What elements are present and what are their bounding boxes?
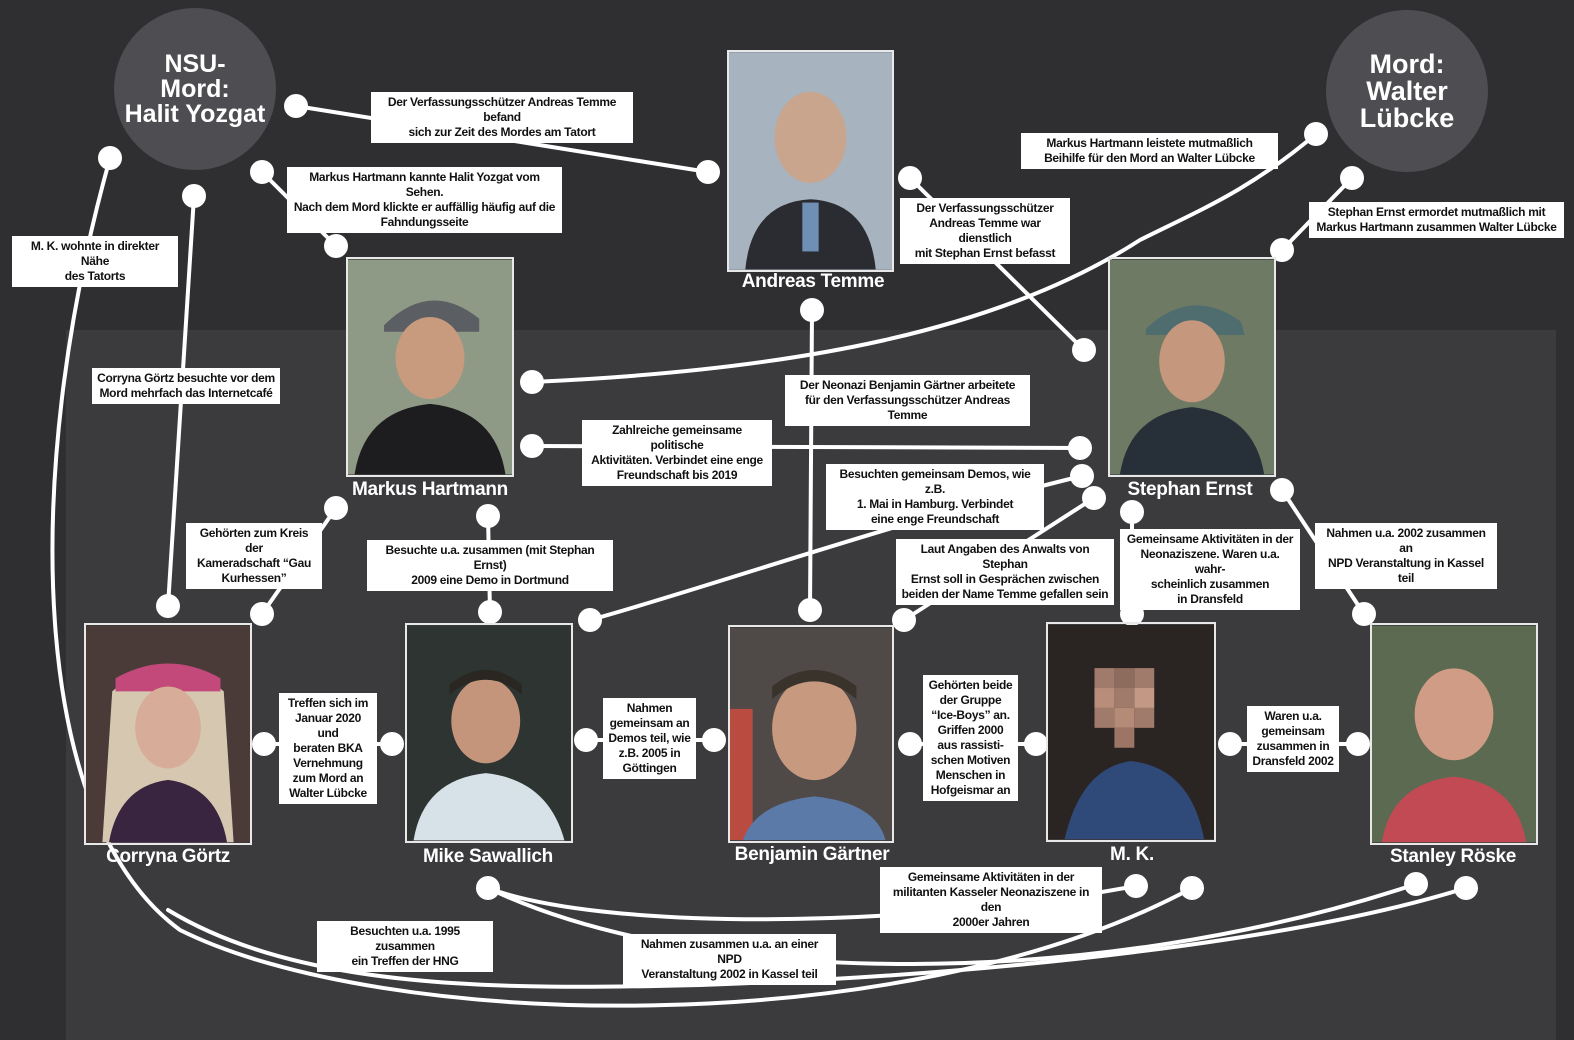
hub-luebcke-line-1: Mord: xyxy=(1369,48,1445,79)
label-bka-meeting: Treffen sich im Januar 2020 und beraten … xyxy=(279,693,377,804)
label-hartmann-accessory: Markus Hartmann leistete mutmaßlich Beih… xyxy=(1021,133,1278,169)
link-luebcke-hartmann xyxy=(530,132,1318,384)
hub-yozgat-line-2: Mord: xyxy=(160,74,230,103)
link-sawallich-roeske xyxy=(486,882,1418,966)
label-ice-boys: Gehörten beide der Gruppe “Ice-Boys” an.… xyxy=(923,675,1018,801)
hub-luebcke-line-3: Lübcke xyxy=(1359,102,1455,133)
name-corryna-goertz: Corryna Görtz xyxy=(106,846,230,867)
label-npd-kassel-ernst-roeske: Nahmen u.a. 2002 zusammen an NPD Veranst… xyxy=(1315,523,1497,589)
portrait-stanley-roeske xyxy=(1370,623,1538,845)
portrait-stephan-ernst xyxy=(1108,257,1276,477)
label-goertz-internetcafe: Corryna Görtz besuchte vor dem Mord mehr… xyxy=(92,368,280,404)
label-hartmann-ernst-friendship: Zahlreiche gemeinsame politische Aktivit… xyxy=(582,420,772,486)
portrait-benjamin-gaertner xyxy=(728,625,894,843)
label-dransfeld-2002: Waren u.a. gemeinsam zusammen in Dransfe… xyxy=(1247,706,1339,772)
name-benjamin-gaertner: Benjamin Gärtner xyxy=(734,844,890,865)
hub-yozgat-line-1: NSU- xyxy=(164,49,226,78)
hub-yozgat-line-3: Halit Yozgat xyxy=(124,99,266,128)
label-gaertner-worked-for-temme: Der Neonazi Benjamin Gärtner arbeitete f… xyxy=(785,375,1030,426)
label-temme-at-crime-scene: Der Verfassungsschützer Andreas Temme be… xyxy=(371,92,633,143)
name-markus-hartmann: Markus Hartmann xyxy=(352,479,508,500)
label-ernst-sawallich-demos: Besuchten gemeinsam Demos, wie z.B. 1. M… xyxy=(826,464,1044,530)
portrait-mike-sawallich xyxy=(405,623,573,843)
label-hartmann-knew-yozgat: Markus Hartmann kannte Halit Yozgat vom … xyxy=(287,167,562,233)
label-demo-dortmund: Besuchte u.a. zusammen (mit Stephan Erns… xyxy=(367,540,613,591)
link-temme-gaertner xyxy=(808,308,814,612)
label-militant-kassel-scene: Gemeinsame Aktivitäten in der militanten… xyxy=(880,867,1102,933)
hub-walter-luebcke: Mord: Walter Lübcke xyxy=(1326,10,1488,172)
label-mk-lived-nearby: M. K. wohnte in direkter Nähe des Tatort… xyxy=(12,236,178,287)
name-stanley-roeske: Stanley Röske xyxy=(1390,846,1516,867)
portrait-andreas-temme xyxy=(727,50,894,272)
label-name-temme-mentioned: Laut Angaben des Anwalts von Stephan Ern… xyxy=(896,539,1114,605)
link-yozgat-mk xyxy=(50,156,1194,1008)
portrait-m-k-pixelated xyxy=(1046,622,1216,842)
hub-luebcke-line-2: Walter xyxy=(1366,75,1448,106)
name-andreas-temme: Andreas Temme xyxy=(741,271,885,292)
hub-halit-yozgat: NSU- Mord: Halit Yozgat xyxy=(114,8,276,170)
label-ernst-murdered-luebcke: Stephan Ernst ermordet mutmaßlich mit Ma… xyxy=(1309,202,1564,238)
name-mike-sawallich: Mike Sawallich xyxy=(423,846,553,867)
label-temme-handled-ernst: Der Verfassungsschützer Andreas Temme wa… xyxy=(900,198,1070,264)
name-stephan-ernst: Stephan Ernst xyxy=(1127,479,1253,500)
name-m-k: M. K. xyxy=(1110,844,1154,865)
label-demos-goettingen: Nahmen gemeinsam an Demos teil, wie z.B.… xyxy=(603,698,696,779)
label-hng-1995: Besuchten u.a. 1995 zusammen ein Treffen… xyxy=(317,921,493,972)
portrait-markus-hartmann xyxy=(346,257,514,477)
label-npd-kassel-2002: Nahmen zusammen u.a. an einer NPD Verans… xyxy=(623,934,836,985)
portrait-corryna-goertz xyxy=(84,623,252,845)
label-gau-kurhessen: Gehörten zum Kreis der Kameradschaft “Ga… xyxy=(186,523,322,589)
label-ernst-mk-dransfeld: Gemeinsame Aktivitäten in der Neonazisze… xyxy=(1120,529,1300,610)
